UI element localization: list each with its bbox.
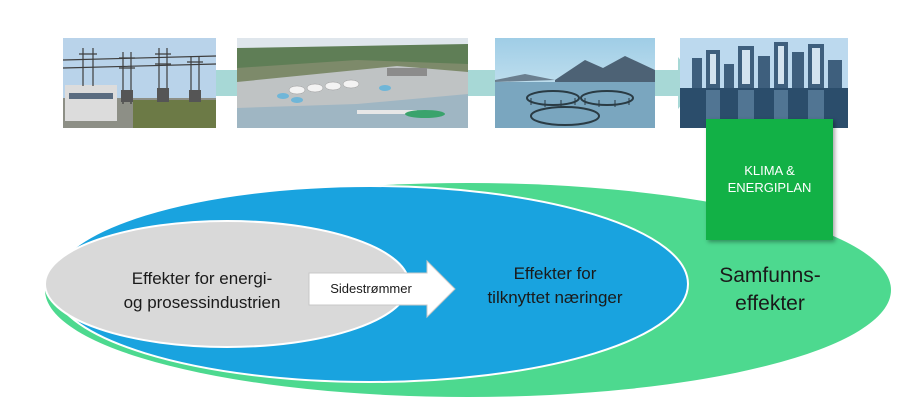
climate-energy-plan-label: KLIMA & ENERGIPLAN (706, 162, 833, 196)
connected-industries-label: Effekter for tilknyttet næringer (452, 262, 658, 310)
electrical-substation-photo (63, 38, 216, 128)
side-stream-arrow (308, 259, 456, 319)
fish-farm-pens-photo (495, 38, 655, 128)
society-effects-line1: Samfunns- (719, 264, 821, 287)
climate-energy-plan-line2: ENERGIPLAN (727, 180, 812, 195)
city-waterfront-skyline-photo (680, 38, 848, 128)
society-effects-label: Samfunns- effekter (680, 262, 860, 318)
climate-energy-plan-box: KLIMA & ENERGIPLAN (706, 119, 833, 240)
industrial-harbor-plant-photo (237, 38, 468, 128)
process-industry-label: Effekter for energi- og prosessindustrie… (92, 267, 312, 315)
society-effects-line2: effekter (735, 292, 805, 315)
process-industry-line2: og prosessindustrien (123, 293, 281, 312)
process-industry-line1: Effekter for energi- (131, 269, 273, 288)
climate-energy-plan-line1: KLIMA & (744, 163, 795, 178)
side-stream-label: Sidestrømmer (330, 281, 412, 296)
connected-industries-line2: tilknyttet næringer (487, 288, 623, 307)
connected-industries-line1: Effekter for (513, 264, 597, 283)
